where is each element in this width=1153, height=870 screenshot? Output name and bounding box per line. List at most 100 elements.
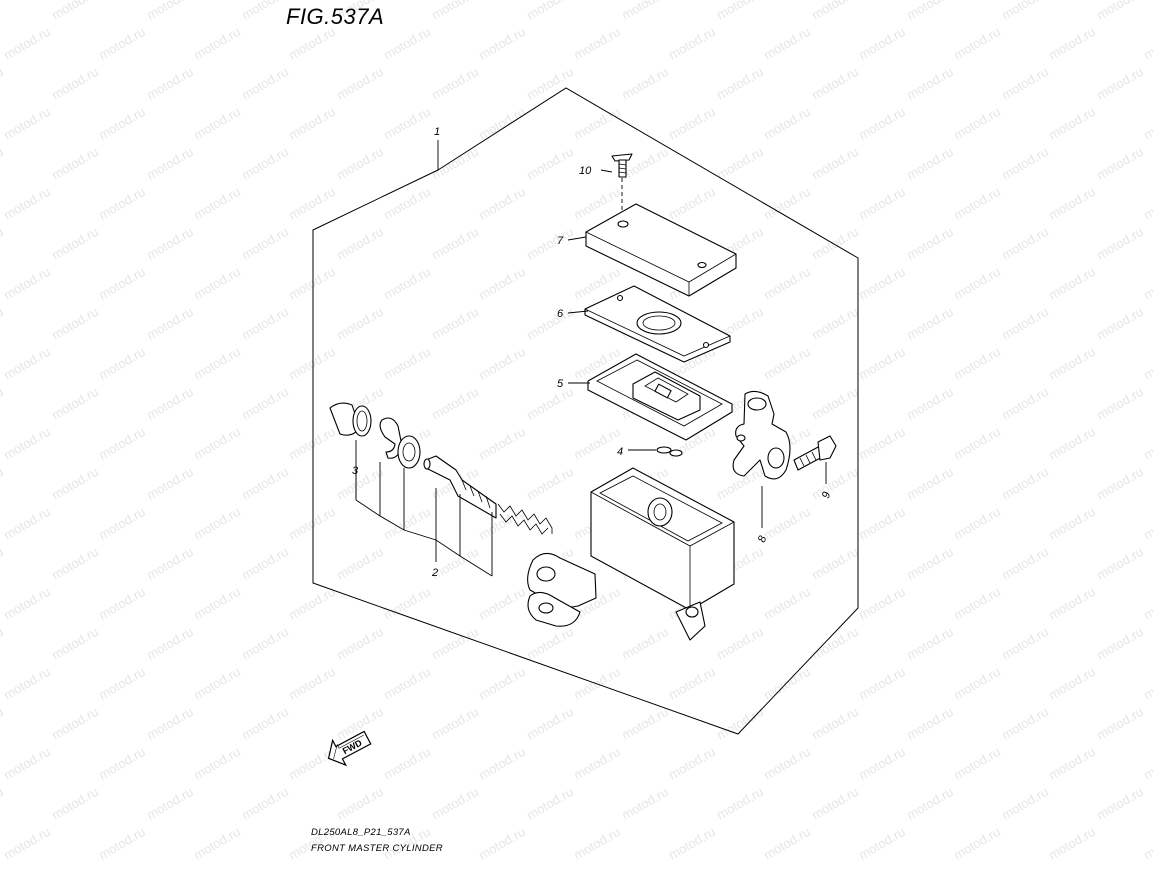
watermark-text: motod.ru [144,704,196,743]
watermark-text: motod.ru [524,224,576,263]
watermark-text: motod.ru [714,784,766,823]
watermark-text: motod.ru [191,504,243,543]
watermark-text: motod.ru [999,704,1051,743]
watermark-text: motod.ru [49,224,101,263]
watermark-text: motod.ru [809,464,861,503]
figure-code: DL250AL8_P21_537A [311,827,411,838]
watermark-text: motod.ru [49,304,101,343]
watermark-text: motod.ru [951,344,1003,383]
watermark-text: motod.ru [0,144,6,183]
watermark-text: motod.ru [1046,584,1098,623]
watermark-text: motod.ru [1094,64,1146,103]
callout-3[interactable]: 3 [352,465,359,477]
watermark-text: motod.ru [619,64,671,103]
watermark-text: motod.ru [856,24,908,63]
callout-5[interactable]: 5 [557,378,564,390]
fwd-arrow-icon: FWD [327,730,372,767]
watermark-text: motod.ru [1046,504,1098,543]
watermark-text: motod.ru [144,624,196,663]
callout-6[interactable]: 6 [557,308,564,320]
watermark-text: motod.ru [0,224,6,263]
callout-7[interactable]: 7 [557,235,564,247]
watermark-text: motod.ru [49,144,101,183]
part-boot[interactable] [329,402,372,437]
part-diaphragm[interactable] [584,285,731,363]
watermark-text: motod.ru [49,384,101,423]
part-screw-plate[interactable] [656,446,683,457]
watermark-text: motod.ru [524,624,576,663]
watermark-text: motod.ru [999,384,1051,423]
watermark-text: motod.ru [0,704,6,743]
watermark-text: motod.ru [856,264,908,303]
watermark-text: motod.ru [761,344,813,383]
watermark-text: motod.ru [999,224,1051,263]
watermark-text: motod.ru [856,584,908,623]
watermark-text: motod.ru [286,184,338,223]
callout-2[interactable]: 2 [431,567,438,579]
watermark-text: motod.ru [96,584,148,623]
watermark-text: motod.ru [904,784,956,823]
watermark-text: motod.ru [951,664,1003,703]
watermark-text: motod.ru [666,824,718,863]
watermark-text: motod.ru [144,0,196,23]
watermark-text: motod.ru [144,784,196,823]
callout-10[interactable]: 10 [579,165,592,177]
watermark-text: motod.ru [904,624,956,663]
watermark-text: motod.ru [904,224,956,263]
watermark-text: motod.ru [809,144,861,183]
callout-1[interactable]: 1 [434,126,440,138]
watermark-text: motod.ru [809,304,861,343]
watermark-text: motod.ru [1094,144,1146,183]
watermark-text: motod.ru [381,344,433,383]
watermark-text: motod.ru [999,544,1051,583]
watermark-text: motod.ru [999,64,1051,103]
watermark-text: motod.ru [571,424,623,463]
part-screw[interactable] [611,153,633,214]
watermark-text: motod.ru [619,624,671,663]
watermark-text: motod.ru [666,744,718,783]
watermark-text: motod.ru [1141,264,1153,303]
watermark-text: motod.ru [476,584,528,623]
watermark-text: motod.ru [761,504,813,543]
watermark-text: motod.ru [334,64,386,103]
watermark-text: motod.ru [1046,424,1098,463]
watermark-text: motod.ru [524,144,576,183]
part-bolt[interactable] [793,435,837,471]
watermark-text: motod.ru [144,144,196,183]
watermark-text: motod.ru [96,504,148,543]
watermark-text: motod.ru [1141,824,1153,863]
watermark-text: motod.ru [714,64,766,103]
part-holder[interactable] [732,390,791,480]
part-piston-set[interactable] [379,417,553,535]
watermark-text: motod.ru [761,104,813,143]
watermark-text: motod.ru [666,664,718,703]
part-cap[interactable] [585,203,737,297]
watermark-text: motod.ru [1141,184,1153,223]
watermark-text: motod.ru [286,344,338,383]
watermark-text: motod.ru [1,24,53,63]
figure-title: FIG.537A [286,4,385,29]
watermark-text: motod.ru [714,624,766,663]
watermark-text: motod.ru [999,144,1051,183]
watermark-text: motod.ru [49,0,101,23]
watermark-text: motod.ru [1141,104,1153,143]
callout-9[interactable]: 9 [820,490,833,500]
watermark-text: motod.ru [334,784,386,823]
callout-8[interactable]: 8 [756,533,770,544]
callout-4[interactable]: 4 [617,446,623,458]
part-master-cylinder-body[interactable] [527,467,735,641]
watermark-text: motod.ru [1,424,53,463]
watermark-text: motod.ru [191,24,243,63]
watermark-text: motod.ru [144,224,196,263]
watermark-text: motod.ru [476,344,528,383]
part-plate[interactable] [587,353,733,441]
watermark-text: motod.ru [381,184,433,223]
watermark-text: motod.ru [381,104,433,143]
watermark-text: motod.ru [904,384,956,423]
watermark-text: motod.ru [144,304,196,343]
watermark-text: motod.ru [1141,744,1153,783]
watermark-text: motod.ru [334,544,386,583]
watermark-text: motod.ru [809,704,861,743]
